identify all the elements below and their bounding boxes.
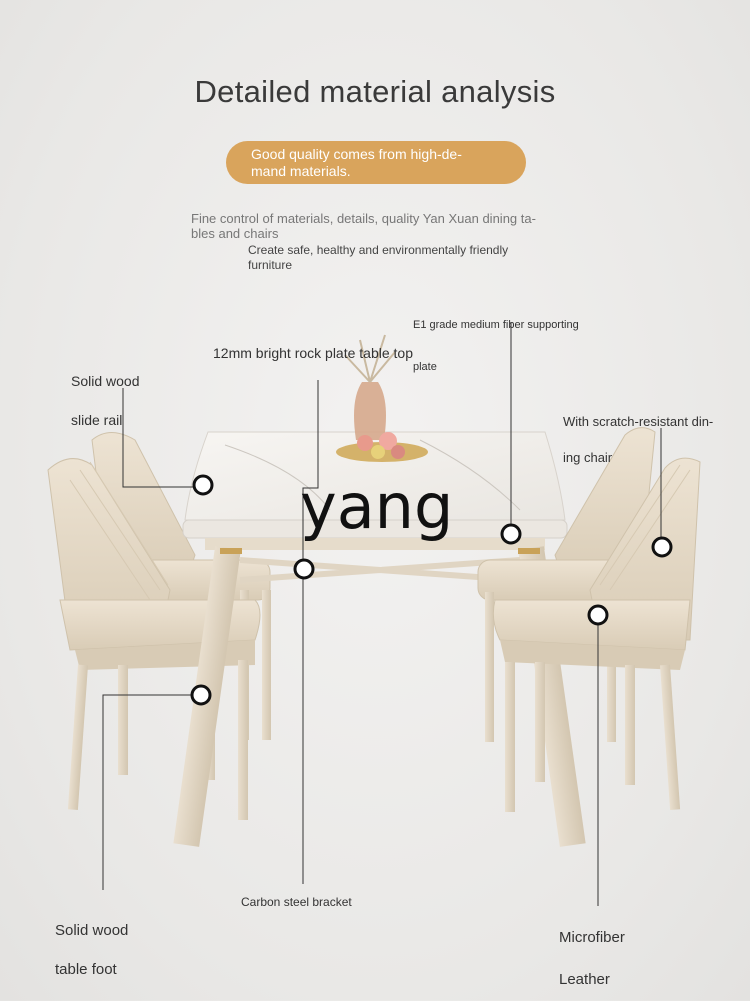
watermark-text: yang [300, 470, 454, 543]
intro-line-3: Create safe, healthy and environmentally… [248, 243, 509, 257]
marker-table-foot [190, 684, 212, 706]
marker-microfiber [587, 604, 609, 626]
label-fiber-plate: E1 grade medium fiber supporting plate [413, 290, 579, 388]
quality-badge-line-2: mand materials. [251, 163, 351, 179]
intro-text: Fine control of materials, details, qual… [191, 211, 591, 241]
marker-bracket [293, 558, 315, 580]
label-slide-rail-line-2: slide rail [71, 412, 123, 428]
label-table-foot: Solid wood table foot [55, 898, 128, 989]
page-title: Detailed material analysis [194, 74, 556, 109]
label-slide-rail: Solid wood slide rail [71, 349, 140, 440]
label-scratch-chair-line-1: With scratch-resistant din- [563, 414, 714, 429]
label-microfiber-line-2: Leather [559, 971, 610, 988]
marker-scratch-chair [651, 536, 673, 558]
label-fiber-plate-line-2: plate [413, 361, 437, 373]
intro-line-1: Fine control of materials, details, qual… [191, 211, 536, 226]
chair-back-right [477, 427, 656, 742]
callout-lines [102, 322, 662, 906]
label-bracket: Carbon steel bracket [241, 895, 352, 909]
vase-decoration [336, 334, 428, 462]
label-scratch-chair-line-2: ing chair [563, 450, 613, 465]
label-scratch-chair: With scratch-resistant din- ing chair [563, 392, 713, 476]
intro-line-2: bles and chairs [191, 226, 279, 241]
intro-subtext: Create safe, healthy and environmentally… [248, 243, 548, 273]
quality-badge-line-1: Good quality comes from high-de- [251, 146, 462, 162]
label-rock-plate: 12mm bright rock plate table top [213, 345, 413, 361]
intro-line-4: furniture [248, 258, 293, 272]
chair-front-right [492, 457, 701, 812]
label-table-foot-line-1: Solid wood [55, 922, 129, 939]
label-slide-rail-line-1: Solid wood [71, 373, 140, 389]
marker-slide-rail [192, 474, 214, 496]
quality-badge: Good quality comes from high-de- mand ma… [226, 141, 526, 184]
callout-markers [190, 474, 673, 706]
label-microfiber-line-1: Microfiber [559, 929, 625, 946]
label-table-foot-line-2: table foot [55, 961, 117, 978]
label-fiber-plate-line-1: E1 grade medium fiber supporting [413, 319, 579, 331]
marker-fiber-plate [500, 523, 522, 545]
label-microfiber: Microfiber Leather [559, 903, 625, 1001]
